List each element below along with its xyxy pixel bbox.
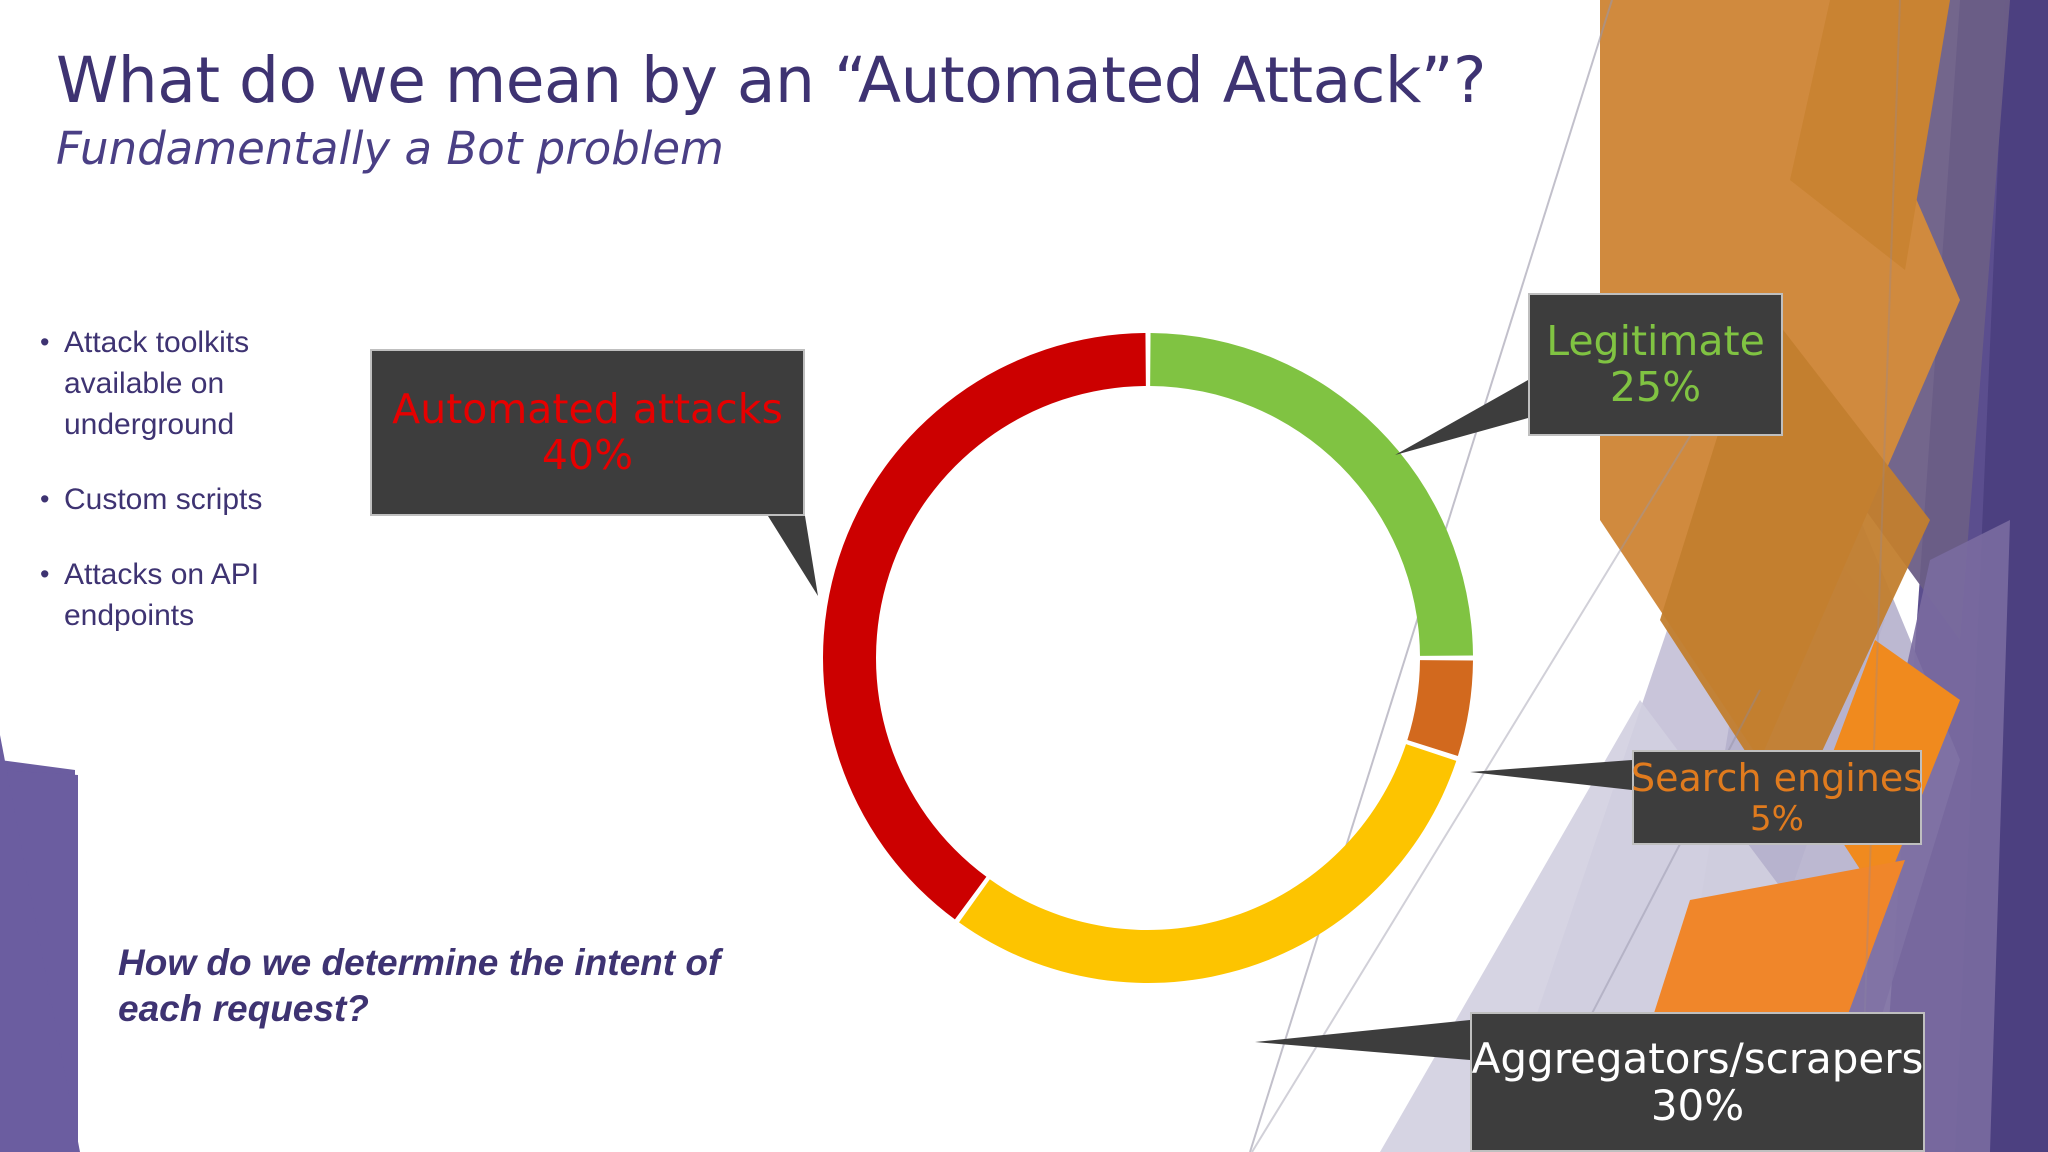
callout-label: Legitimate: [1546, 316, 1765, 365]
bullet-point-icon: •: [40, 559, 50, 589]
callout-value: 25%: [1609, 362, 1702, 411]
callout-search-engines[interactable]: Search engines 5%: [1630, 750, 1924, 845]
bullet-text: Attacks on API endpoints: [64, 558, 260, 632]
list-item: • Custom scripts: [34, 479, 364, 520]
donut-slice-automated-attacks: [823, 333, 1146, 920]
callout-label: Aggregators/scrapers: [1471, 1033, 1924, 1083]
donut-slice-aggregators-scrapers: [959, 744, 1457, 983]
bg-hairline-4: [1859, 0, 1901, 1152]
callout-value: 5%: [1750, 798, 1804, 839]
question-statement: How do we determine the intent of each r…: [118, 942, 721, 1030]
callout-value: 30%: [1650, 1081, 1745, 1130]
bullet-text: Attack toolkits available on underground: [64, 326, 250, 441]
donut-chart: [823, 333, 1473, 983]
bullet-text: Custom scripts: [64, 483, 263, 516]
donut-slice-legitimate: [1150, 333, 1473, 656]
list-item: • Attack toolkits available on undergrou…: [34, 322, 364, 445]
bg-purple-right-2: [1955, 0, 2048, 1152]
bullet-point-icon: •: [40, 327, 50, 357]
callout-aggregators-scrapers[interactable]: Aggregators/scrapers 30%: [1470, 1012, 1925, 1152]
callout-automated-attacks[interactable]: Automated attacks 40%: [370, 349, 805, 516]
bullet-list: • Attack toolkits available on undergrou…: [34, 322, 364, 670]
donut-slice-group: [823, 333, 1473, 983]
callout-label: Search engines: [1630, 756, 1924, 801]
bg-wedge-bottom-left: [0, 760, 75, 1152]
callout-value: 40%: [541, 430, 634, 479]
bg-wedge-bottom-left-3: [0, 735, 80, 1152]
bg-purple-mid-1: [1800, 0, 2010, 640]
bg-orange-2: [1790, 0, 1950, 270]
page-title: What do we mean by an “Automated Attack”…: [56, 44, 1486, 117]
bg-purple-right: [1880, 0, 2048, 1152]
bullet-point-icon: •: [40, 484, 50, 514]
list-item: • Attacks on API endpoints: [34, 554, 364, 636]
title-block: What do we mean by an “Automated Attack”…: [56, 44, 1506, 175]
callout-label: Automated attacks: [392, 384, 783, 433]
bg-wedge-bottom-left-2: [0, 770, 78, 1152]
callout-legitimate[interactable]: Legitimate 25%: [1528, 293, 1783, 436]
donut-slice-search-engines: [1407, 660, 1473, 756]
page-subtitle: Fundamentally a Bot problem: [56, 121, 724, 175]
